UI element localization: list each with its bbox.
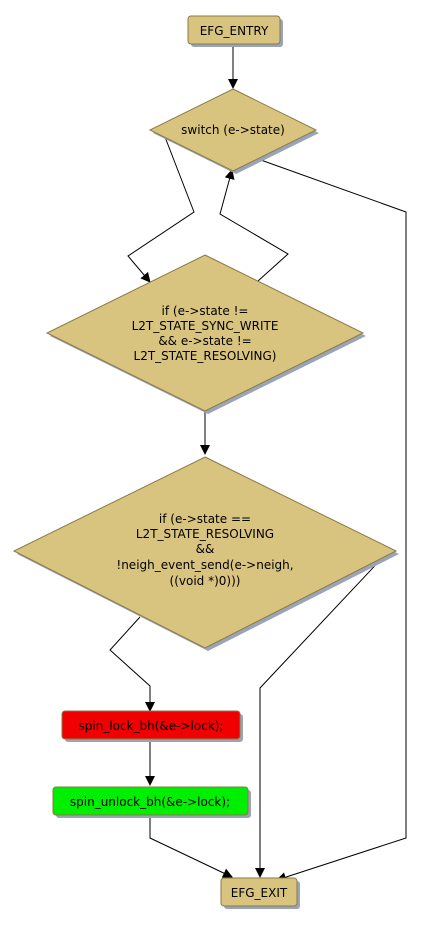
entry-node: EFG_ENTRY <box>187 15 283 47</box>
condition-resolving-line-1: if (e->state == <box>159 512 251 526</box>
exit-label: EFG_EXIT <box>231 886 288 900</box>
spin-lock-node: spin_lock_bh(&e->lock); <box>61 710 243 742</box>
condition-sync-write-line-4: L2T_STATE_RESOLVING) <box>134 349 277 363</box>
condition-resolving-line-5: ((void *)0))) <box>170 574 241 588</box>
spin-unlock-label: spin_unlock_bh(&e->lock); <box>70 795 230 809</box>
edge-cond2-to-exit <box>255 554 386 878</box>
edge-cond2-to-lock <box>109 616 155 712</box>
condition-sync-write-line-3: && e->state != <box>158 334 251 348</box>
switch-node: switch (e->state) <box>148 88 319 174</box>
switch-label: switch (e->state) <box>181 123 285 137</box>
condition-sync-write-line-2: L2T_STATE_SYNC_WRITE <box>132 319 279 333</box>
condition-sync-write-line-1: if (e->state != <box>162 304 249 318</box>
entry-label: EFG_ENTRY <box>200 24 269 38</box>
condition-resolving-line-4: !neigh_event_send(e->neigh, <box>116 558 293 572</box>
edge-switch-to-cond1 <box>127 136 195 283</box>
spin-unlock-node: spin_unlock_bh(&e->lock); <box>52 786 251 818</box>
condition-resolving-node: if (e->state == L2T_STATE_RESOLVING && !… <box>12 456 399 651</box>
edges <box>109 44 407 882</box>
exit-node: EFG_EXIT <box>220 877 300 909</box>
condition-resolving-line-2: L2T_STATE_RESOLVING <box>136 527 274 541</box>
edge-unlock-to-exit <box>149 817 233 878</box>
edge-switch-to-exit <box>257 158 407 882</box>
condition-sync-write-node: if (e->state != L2T_STATE_SYNC_WRITE && … <box>45 254 366 414</box>
spin-lock-label: spin_lock_bh(&e->lock); <box>78 719 223 733</box>
edge-cond1-back-to-switch <box>219 169 289 282</box>
condition-resolving-line-3: && <box>196 542 215 556</box>
